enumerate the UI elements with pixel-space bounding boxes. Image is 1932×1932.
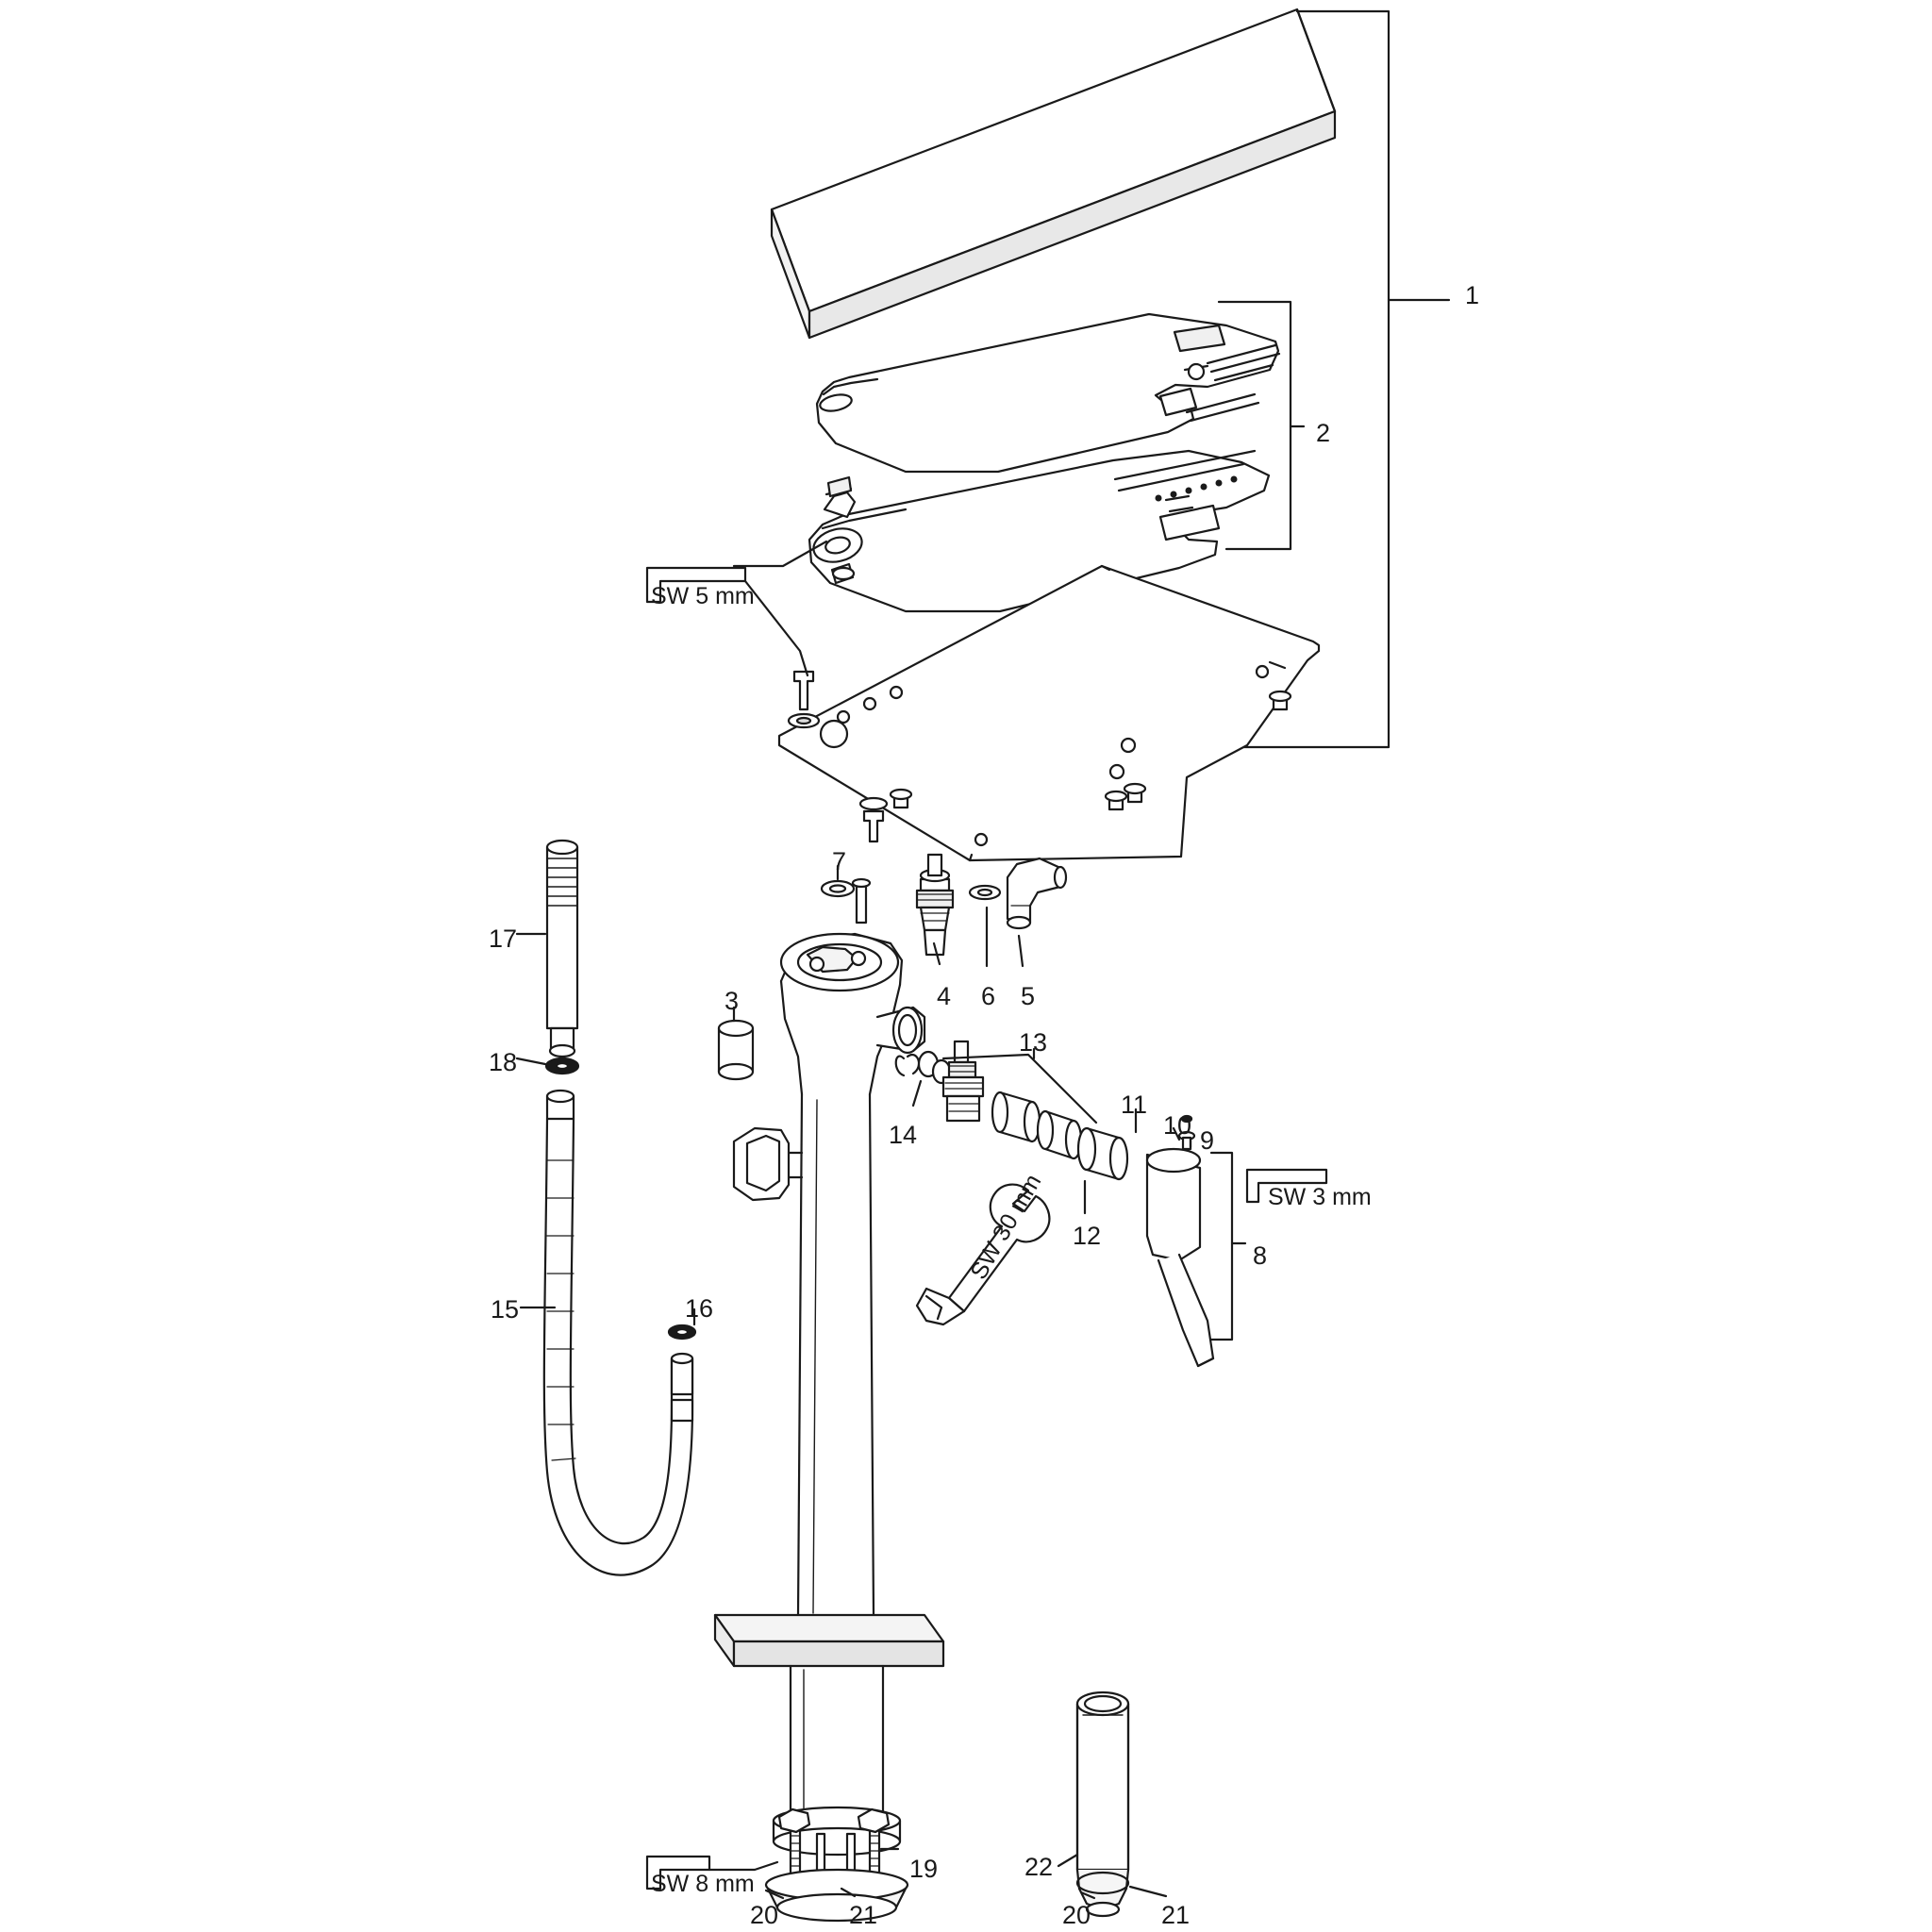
leader-21b — [1128, 1885, 1168, 1898]
part-oring-16 — [667, 1324, 697, 1341]
part-top-cover-plate — [770, 8, 1337, 340]
part-number-22: 22 — [1024, 1853, 1054, 1881]
part-number-21-duplicate: 21 — [1161, 1901, 1191, 1929]
leader-18 — [515, 1057, 547, 1066]
part-number-8: 8 — [1253, 1241, 1268, 1270]
part-screws-plate — [787, 670, 1292, 843]
leader-20 — [764, 1889, 785, 1900]
part-number-20: 20 — [750, 1901, 779, 1929]
part-washer-18 — [544, 1057, 580, 1075]
part-number-20-duplicate: 20 — [1062, 1901, 1091, 1929]
leader-21 — [840, 1887, 857, 1898]
tool-label-sw8: SW 8 mm — [651, 1871, 755, 1897]
leader-5 — [1017, 934, 1024, 968]
leader-4 — [932, 941, 941, 966]
leader-22 — [1057, 1853, 1079, 1868]
part-number-19: 19 — [909, 1855, 939, 1883]
leader-14 — [911, 1079, 923, 1108]
leader-sw8 — [645, 1855, 779, 1890]
part-number-4: 4 — [937, 982, 952, 1010]
leader-10 — [1172, 1126, 1181, 1141]
part-lever-spout-upper — [815, 312, 1281, 474]
part-number-10: 10 — [1163, 1111, 1192, 1140]
part-number-16: 16 — [685, 1294, 714, 1323]
part-number-12: 12 — [1073, 1222, 1102, 1250]
part-number-21: 21 — [849, 1901, 878, 1929]
leader-20b — [1079, 1890, 1096, 1900]
part-cartridge-group — [894, 1040, 1129, 1181]
part-washer-6 — [968, 884, 1002, 901]
part-cover-sleeve — [1075, 1690, 1130, 1918]
part-number-13: 13 — [1019, 1028, 1048, 1057]
icon-wrench-30 — [915, 1183, 1051, 1326]
tool-label-sw5: SW 5 mm — [651, 583, 755, 609]
part-oring-7 — [820, 877, 872, 924]
part-number-15: 15 — [491, 1295, 520, 1324]
part-hand-shower — [545, 839, 579, 1058]
part-handle-8 — [1145, 1147, 1215, 1368]
part-number-2: 2 — [1316, 419, 1331, 447]
leader-sw5 — [732, 540, 828, 677]
leader-2 — [1217, 300, 1306, 551]
part-number-5: 5 — [1021, 982, 1036, 1010]
part-number-7: 7 — [832, 847, 847, 875]
part-sleeve-3 — [717, 1019, 755, 1081]
tool-label-sw3: SW 3 mm — [1268, 1184, 1372, 1210]
leader-1 — [1224, 9, 1451, 749]
part-number-3: 3 — [724, 987, 740, 1015]
part-diverter-4 — [915, 853, 955, 957]
part-mounting-plate — [777, 564, 1321, 862]
part-hose — [542, 1089, 694, 1576]
part-column-body — [713, 932, 945, 1836]
part-lever-spout-lower — [808, 449, 1271, 613]
icon-allen-key-3 — [1245, 1168, 1328, 1204]
part-number-6: 6 — [981, 982, 996, 1010]
leader-13 — [941, 1047, 1098, 1124]
part-number-1: 1 — [1465, 281, 1480, 309]
part-number-14: 14 — [889, 1121, 918, 1149]
leader-8 — [1209, 1151, 1247, 1341]
part-screw-9 — [1177, 1114, 1196, 1151]
part-number-18: 18 — [489, 1048, 518, 1076]
part-number-11: 11 — [1121, 1091, 1148, 1119]
part-number-9: 9 — [1200, 1126, 1215, 1155]
part-number-17: 17 — [489, 924, 518, 953]
part-base-fixings — [764, 1806, 909, 1923]
icon-allen-key-5 — [645, 566, 747, 604]
part-elbow-5 — [1006, 857, 1068, 930]
